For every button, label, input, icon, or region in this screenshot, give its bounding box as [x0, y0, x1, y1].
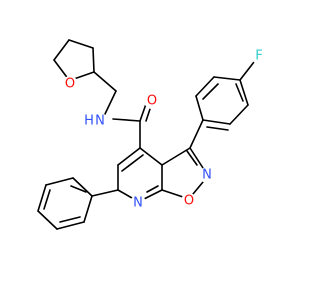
- amide-hydrogen-label: H: [84, 114, 94, 129]
- pyridine-nitrogen-label: N: [133, 196, 143, 211]
- isoxazole-nitrogen-label: N: [202, 168, 212, 183]
- oxygen-carbonyl-atom: O: [144, 93, 160, 109]
- oxygen-thf-label: O: [65, 77, 75, 92]
- isoxazole-ring: [161, 147, 204, 198]
- phenyl-ring: [37, 177, 119, 230]
- fluorophenyl-ring: [189, 61, 255, 149]
- oxygen-isoxazole-label: O: [184, 194, 194, 209]
- amide-linker: [93, 71, 152, 149]
- isoxazole-nitrogen-atom: N: [199, 167, 215, 183]
- pyridine-nitrogen-atom: N: [130, 195, 146, 211]
- amide-nitrogen-label: N: [95, 114, 105, 129]
- pyridine-ring: [117, 147, 163, 200]
- oxygen-carbonyl-label: O: [147, 94, 157, 109]
- oxygen-isoxazole-atom: O: [181, 193, 197, 209]
- oxygen-thf-atom: O: [62, 76, 78, 92]
- fluorine-atom: F: [251, 48, 267, 64]
- atom-labels: F O O O N H N N: [62, 48, 267, 211]
- tetrahydrofuran-ring: [53, 39, 95, 81]
- amide-nitrogen-atom: N H: [82, 113, 108, 129]
- fluorine-label: F: [255, 49, 262, 64]
- molecule-structure: F O O O N H N N: [37, 39, 267, 230]
